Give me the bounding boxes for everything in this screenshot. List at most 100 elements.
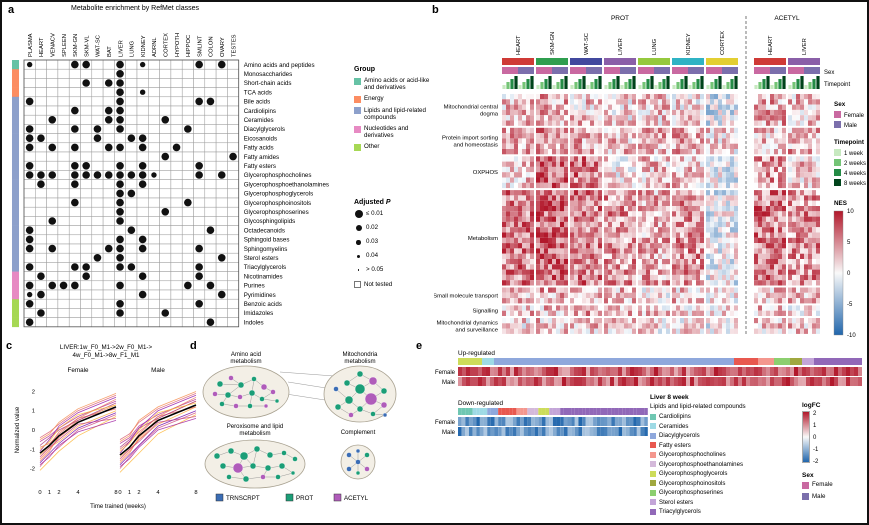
logfc-cell — [538, 427, 542, 436]
matrix-cell — [23, 252, 36, 263]
nes-cell — [570, 138, 574, 144]
nes-cell — [620, 138, 624, 144]
lipid-class-cell — [606, 358, 610, 365]
matrix-cell — [80, 105, 93, 116]
nes-cell — [574, 248, 578, 254]
nes-cell — [632, 156, 636, 162]
logfc-cell — [514, 367, 518, 376]
matrix-cell — [193, 252, 206, 263]
nes-cell — [654, 243, 658, 249]
nes-cell — [574, 104, 578, 110]
nes-cell — [684, 115, 688, 121]
nes-cell — [788, 274, 792, 281]
logfc-cell — [670, 367, 674, 376]
pvalue-dot — [355, 225, 362, 232]
matrix-cell — [148, 271, 160, 282]
logfc-cell — [566, 377, 570, 386]
nes-cell — [598, 305, 602, 311]
nes-cell — [586, 292, 590, 299]
nes-cell — [522, 248, 526, 254]
logfc-cell — [498, 417, 502, 426]
nes-cell — [604, 138, 608, 144]
nes-cell — [650, 211, 654, 217]
nes-cell — [782, 243, 786, 249]
nes-cell — [782, 195, 786, 201]
nes-cell — [762, 274, 766, 281]
nes-cell — [548, 280, 552, 286]
network-node — [266, 451, 274, 459]
nes-cell — [676, 264, 680, 270]
cluster-label: Complement — [341, 429, 376, 436]
nes-cell — [692, 94, 696, 100]
nes-cell — [792, 127, 796, 134]
feature-trend-line — [39, 408, 117, 448]
nes-cell — [506, 221, 510, 228]
nes-cell — [548, 221, 552, 228]
feature-trend-line — [39, 410, 117, 456]
nes-cell — [570, 200, 574, 206]
nes-cell — [620, 305, 624, 311]
nes-cell — [506, 177, 510, 183]
nes-cell — [612, 190, 616, 196]
sex-annotation-cell — [616, 67, 620, 74]
nes-cell — [540, 328, 544, 334]
nes-cell — [710, 94, 714, 100]
nes-cell — [696, 292, 700, 299]
nes-cell — [624, 264, 628, 270]
nes-cell — [506, 127, 510, 134]
nes-cell — [598, 269, 602, 275]
nes-cell — [792, 227, 796, 233]
matrix-cell — [193, 188, 206, 199]
nes-cell — [604, 227, 608, 233]
enrichment-dot — [195, 263, 203, 271]
nes-cell — [706, 310, 710, 316]
matrix-cell — [136, 317, 149, 328]
lipid-class-cell — [560, 408, 564, 415]
nes-cell — [680, 149, 684, 155]
enrichment-dot — [116, 254, 124, 262]
nes-cell — [800, 104, 804, 110]
nes-cell — [552, 166, 556, 173]
timepoint-annotation-cell — [594, 79, 598, 89]
nes-cell — [646, 109, 650, 116]
lipid-class-cell — [474, 358, 478, 365]
matrix-cell — [170, 280, 183, 291]
metabolite-class-label: Pyrimidines — [244, 292, 276, 299]
matrix-cell — [215, 114, 228, 125]
nes-cell — [684, 120, 688, 126]
matrix-cell — [23, 114, 36, 125]
sex-annotation-cell — [766, 67, 770, 74]
logfc-cell — [522, 377, 526, 386]
logfc-cell — [718, 377, 722, 386]
logfc-cell — [650, 377, 654, 386]
lipid-class-cell — [570, 358, 574, 365]
nes-cell — [710, 323, 714, 329]
nes-cell — [556, 94, 560, 100]
nes-cell — [662, 243, 666, 249]
nes-cell — [552, 253, 556, 259]
nes-cell — [574, 227, 578, 233]
metabolite-class-label: Fatty amides — [244, 154, 279, 161]
matrix-cell — [35, 262, 47, 272]
metabolite-class-label: Fatty esters — [244, 163, 276, 170]
nes-cell — [578, 190, 582, 196]
nes-cell — [676, 161, 680, 167]
nes-cell — [642, 264, 646, 270]
matrix-cell — [91, 142, 104, 153]
nes-cell — [658, 269, 662, 275]
matrix-cell — [193, 234, 206, 245]
pvalue-dot — [357, 254, 360, 258]
nes-cell — [762, 287, 766, 293]
nes-cell — [608, 206, 612, 212]
nes-cell — [604, 109, 608, 116]
timepoint-annotation-cell — [662, 79, 666, 89]
nes-cell — [594, 133, 598, 139]
matrix-cell — [227, 271, 239, 282]
nes-cell — [676, 274, 680, 281]
nes-cell — [774, 274, 778, 281]
nes-cell — [714, 182, 718, 189]
nes-cell — [812, 298, 816, 304]
enrichment-dot — [116, 263, 124, 271]
nes-cell — [714, 190, 718, 196]
matrix-cell — [68, 225, 81, 236]
